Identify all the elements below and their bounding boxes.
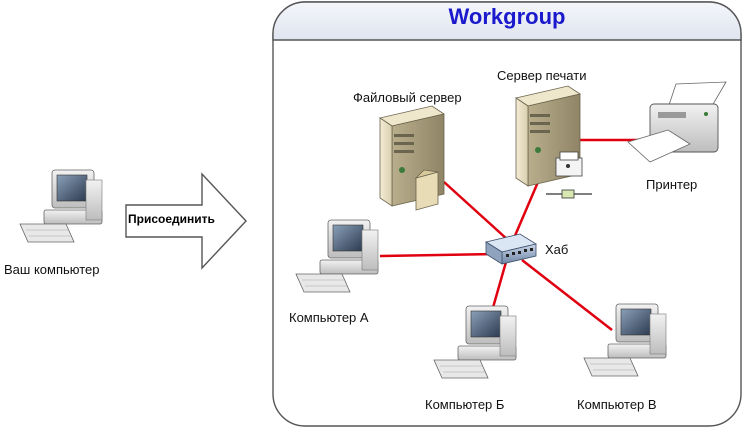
link-file-server-hub xyxy=(443,181,509,241)
print-server-icon xyxy=(515,85,592,199)
hub-label: Хаб xyxy=(545,242,569,257)
link-print-server-hub xyxy=(512,181,540,239)
computer-v-label: Компьютер В xyxy=(577,397,657,412)
your-computer-icon xyxy=(19,169,103,243)
link-hub-computer-v xyxy=(521,259,613,331)
hub-icon xyxy=(484,233,538,265)
computer-b-label: Компьютер Б xyxy=(425,397,505,412)
join-arrow-label: Присоединить xyxy=(128,212,215,226)
link-computer-a-hub xyxy=(379,252,497,258)
workgroup-title: Workgroup xyxy=(448,4,566,29)
printer-label: Принтер xyxy=(646,177,698,192)
file-server-label: Файловый сервер xyxy=(353,90,462,105)
computer-a-label: Компьютер А xyxy=(289,310,369,325)
file-server-icon xyxy=(379,105,445,211)
workgroup-header xyxy=(272,1,742,41)
print-server-label: Сервер печати xyxy=(497,68,587,83)
workgroup-panel xyxy=(272,1,742,427)
join-arrow xyxy=(125,172,247,270)
printer-icon xyxy=(627,81,727,163)
your-computer-label: Ваш компьютер xyxy=(4,262,100,277)
